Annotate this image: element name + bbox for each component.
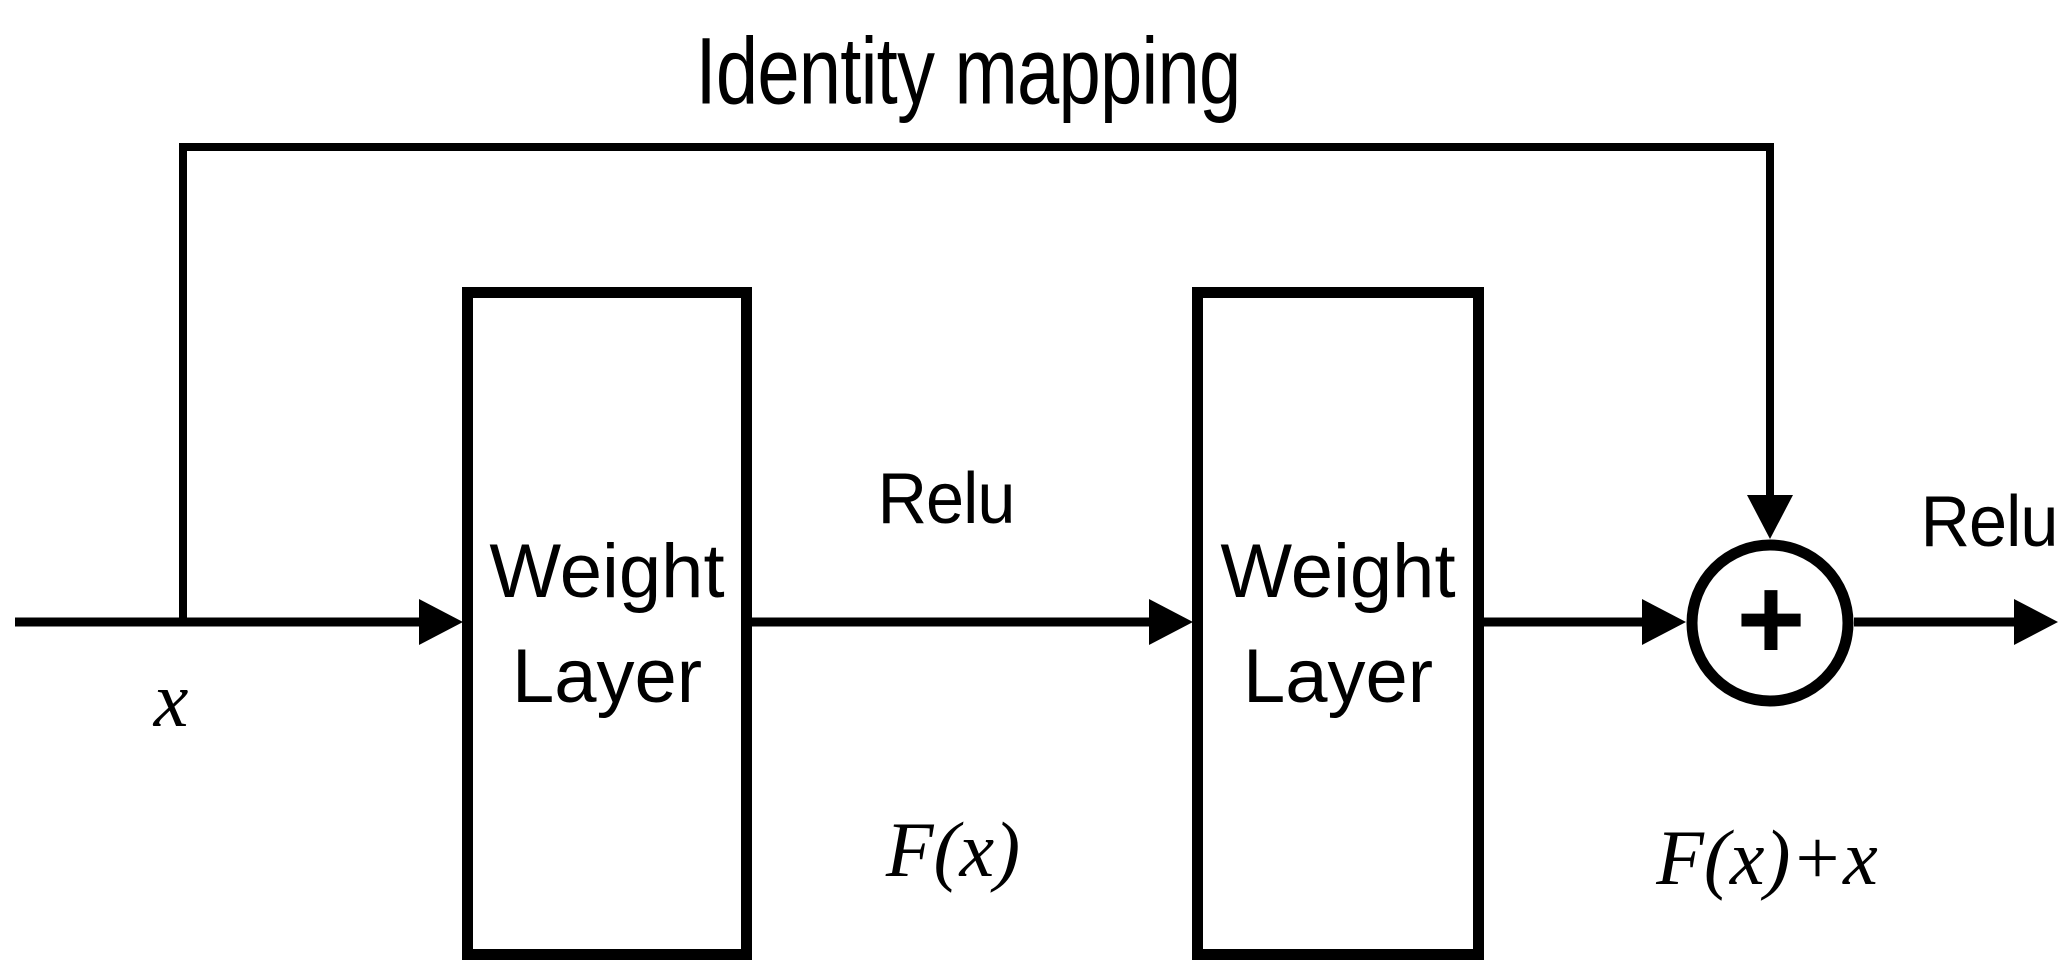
weight-layer-2-label-line2: Layer [1242, 633, 1434, 719]
diagram-title: Identity mapping [695, 18, 1242, 125]
addition-node-circle [1686, 539, 1854, 707]
plus-icon: + [1736, 553, 1806, 686]
residual-function-label: F(x) [885, 806, 1021, 893]
addition-arrowhead [1642, 599, 1686, 645]
sum-label: F(x)+x [1656, 814, 1878, 901]
weight-layer-box-2: Weight Layer [1192, 287, 1484, 960]
skip-arrowhead-into-addition [1747, 495, 1793, 539]
output-arrowhead [2014, 599, 2058, 645]
weight-layer-2-label-line1: Weight [1220, 528, 1456, 614]
weight-layer-box-1: Weight Layer [462, 287, 752, 960]
relu-label-middle: Relu [877, 459, 1016, 539]
identity-skip-connection-line [179, 143, 1774, 622]
input-arrowhead [419, 599, 463, 645]
relu-label-output: Relu [1920, 482, 2059, 562]
weight-layer-1-label-line1: Weight [489, 528, 725, 614]
input-x-label: x [153, 656, 189, 743]
weight-layer-1-label-line2: Layer [511, 633, 703, 719]
layer2-arrowhead [1149, 599, 1193, 645]
